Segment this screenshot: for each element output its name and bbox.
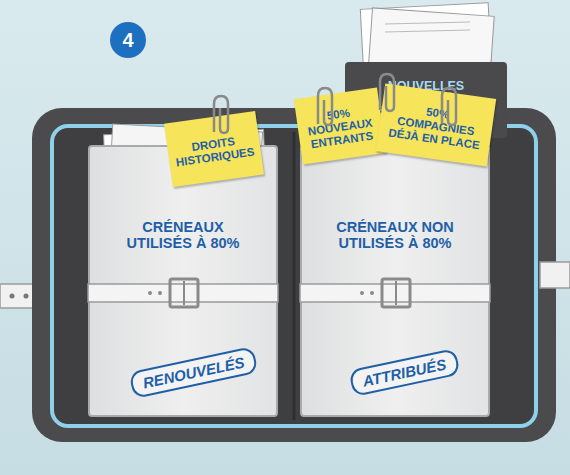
belt-hole bbox=[370, 291, 374, 295]
node-text: RENOUVELÉS bbox=[141, 353, 246, 391]
callout-circle: 4 bbox=[110, 22, 146, 58]
briefcase-lining bbox=[52, 126, 536, 426]
paperclip bbox=[380, 74, 394, 111]
strap-hole bbox=[10, 294, 15, 299]
buckle-pin bbox=[395, 281, 397, 305]
node-text: 50% COMPAGNIES DÉJÀ EN PLACE bbox=[383, 100, 489, 153]
node-text: CRÉNEAUX UTILISÉS À 80% bbox=[108, 219, 258, 251]
buckle bbox=[382, 279, 410, 307]
sticky-note: 50% NOUVEAUX ENTRANTS bbox=[294, 87, 386, 164]
divider bbox=[293, 132, 296, 420]
buckle-pin bbox=[183, 281, 185, 305]
node-text: DROITS HISTORIQUES bbox=[172, 132, 257, 169]
sticky-note: DROITS HISTORIQUES bbox=[164, 111, 264, 187]
slot-box: CRÉNEAUX UTILISÉS À 80%DROITS HISTORIQUE… bbox=[88, 145, 278, 417]
strap bbox=[0, 284, 40, 308]
node-text: CRÉNEAUX NON UTILISÉS À 80% bbox=[320, 219, 470, 251]
paper-line bbox=[385, 30, 470, 32]
node-text: 4 bbox=[122, 29, 133, 52]
belt-hole bbox=[360, 291, 364, 295]
belt bbox=[88, 284, 278, 302]
belt-hole bbox=[158, 291, 162, 295]
strap bbox=[540, 262, 570, 288]
belt bbox=[300, 284, 490, 302]
paperclip bbox=[442, 88, 456, 125]
node-text: 50% NOUVEAUX ENTRANTS bbox=[301, 103, 380, 152]
node-text: ATTRIBUÉS bbox=[361, 355, 447, 389]
belt-hole bbox=[148, 291, 152, 295]
stamp: RENOUVELÉS bbox=[129, 346, 259, 399]
buckle bbox=[170, 279, 198, 307]
paper-line bbox=[385, 22, 470, 24]
stamp: ATTRIBUÉS bbox=[348, 348, 460, 397]
slot-box: CRÉNEAUX NON UTILISÉS À 80%50% NOUVEAUX … bbox=[300, 145, 490, 417]
strap-hole bbox=[24, 294, 29, 299]
paperclip bbox=[214, 96, 228, 133]
sticky-note: 50% COMPAGNIES DÉJÀ EN PLACE bbox=[376, 84, 496, 167]
paperclip bbox=[318, 88, 332, 125]
